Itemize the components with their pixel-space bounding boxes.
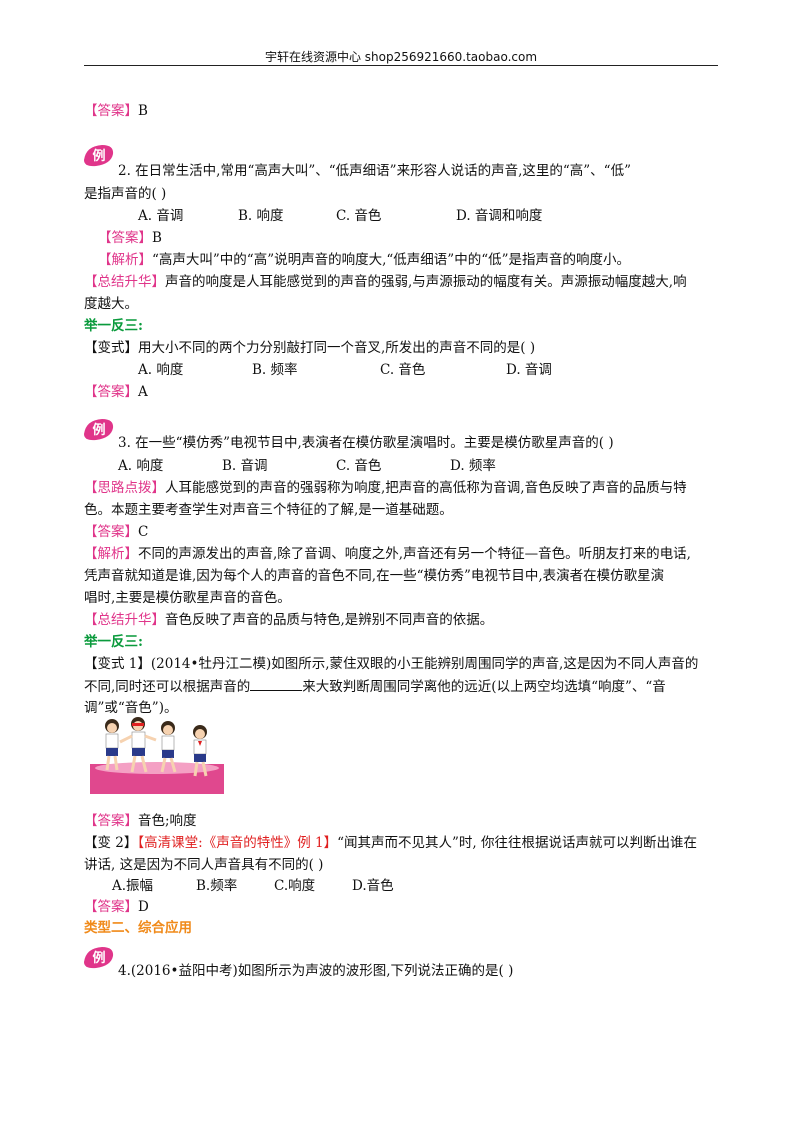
q3-option-a: A. 响度 bbox=[118, 458, 164, 474]
q2-practice-heading: 举一反三: bbox=[84, 318, 143, 334]
svg-text:例: 例 bbox=[92, 148, 105, 164]
q2-variant-answer: 【答案】A bbox=[84, 384, 148, 400]
q3-summary: 【总结升华】音色反映了声音的品质与特色,是辨别不同声音的依据。 bbox=[84, 612, 494, 628]
example-badge-icon: 例 bbox=[84, 947, 114, 969]
q3-answer: 【答案】C bbox=[84, 524, 149, 540]
q3-variant2-1: 【变 2】【高清课堂:《声音的特性》例 1】“闻其声而不见其人”时, 你往往根据… bbox=[84, 835, 697, 851]
example-badge-icon: 例 bbox=[84, 145, 114, 167]
q3-variant1-1: 【变式 1】(2014•牡丹江二模)如图所示,蒙住双眼的小王能辨别周围同学的声音… bbox=[84, 656, 699, 672]
q3-analysis-1: 【解析】不同的声源发出的声音,除了音调、响度之外,声音还有另一个特征—音色。听朋… bbox=[84, 546, 691, 562]
q3-option-b: B. 音调 bbox=[222, 458, 268, 474]
q3-variant1-3: 调”或“音色”)。 bbox=[84, 700, 178, 716]
q3-option-d: D. 频率 bbox=[450, 458, 496, 474]
q2-option-a: A. 音调 bbox=[138, 208, 184, 224]
q3-variant2-option-c: C.响度 bbox=[274, 878, 316, 894]
q3-analysis-3: 唱时,主要是模仿歌星声音的音色。 bbox=[84, 590, 291, 606]
q3-option-c: C. 音色 bbox=[336, 458, 382, 474]
q3-variant2-option-b: B.频率 bbox=[196, 878, 238, 894]
blindfold-game-illustration bbox=[90, 717, 224, 794]
q2-stem-2: 是指声音的( ) bbox=[84, 186, 167, 202]
q3-variant2-answer: 【答案】D bbox=[84, 899, 149, 915]
q3-variant1-2: 不同,同时还可以根据声音的来大致判断周围同学离他的远近(以上两空均选填“响度”、… bbox=[84, 677, 666, 695]
q3-variant2-2: 讲话, 这是因为不同人声音具有不同的( ) bbox=[84, 857, 324, 873]
q3-hint-2: 色。本题主要考查学生对声音三个特征的了解,是一道基础题。 bbox=[84, 502, 453, 518]
q2-option-c: C. 音色 bbox=[336, 208, 382, 224]
q2-variant-option-a: A. 响度 bbox=[138, 362, 184, 378]
q2-analysis: 【解析】“高声大叫”中的“高”说明声音的响度大,“低声细语”中的“低”是指声音的… bbox=[98, 252, 631, 268]
q4-stem: 4.(2016•益阳中考)如图所示为声波的波形图,下列说法正确的是( ) bbox=[118, 963, 514, 979]
header-rule bbox=[84, 65, 718, 66]
section-heading-type2: 类型二、综合应用 bbox=[84, 920, 192, 936]
q2-variant-option-d: D. 音调 bbox=[506, 362, 552, 378]
q3-hint-1: 【思路点拨】人耳能感觉到的声音的强弱称为响度,把声音的高低称为音调,音色反映了声… bbox=[84, 480, 687, 496]
q2-summary-2: 度越大。 bbox=[84, 296, 138, 312]
q3-practice-heading: 举一反三: bbox=[84, 634, 143, 650]
fill-in-blank[interactable] bbox=[250, 677, 303, 691]
q2-answer: 【答案】B bbox=[98, 230, 162, 246]
q3-stem: 3. 在一些“模仿秀”电视节目中,表演者在模仿歌星演唱时。主要是模仿歌星声音的(… bbox=[118, 435, 614, 451]
q2-option-b: B. 响度 bbox=[238, 208, 284, 224]
q3-variant2-option-d: D.音色 bbox=[352, 878, 394, 894]
svg-text:例: 例 bbox=[92, 422, 105, 438]
example-badge-icon: 例 bbox=[84, 419, 114, 441]
q2-option-d: D. 音调和响度 bbox=[456, 208, 543, 224]
q3-analysis-2: 凭声音就知道是谁,因为每个人的声音的音色不同,在一些“模仿秀”电视节目中,表演者… bbox=[84, 568, 665, 584]
page-header: 宇轩在线资源中心 shop256921660.taobao.com bbox=[264, 50, 538, 64]
q2-variant-option-c: C. 音色 bbox=[380, 362, 426, 378]
q2-variant: 【变式】用大小不同的两个力分别敲打同一个音叉,所发出的声音不同的是( ) bbox=[84, 340, 536, 356]
svg-text:例: 例 bbox=[92, 950, 105, 966]
answer-line: 【答案】B bbox=[84, 103, 148, 119]
q2-summary-1: 【总结升华】声音的响度是人耳能感觉到的声音的强弱,与声源振动的幅度有关。声源振动… bbox=[84, 274, 687, 290]
q3-variant2-option-a: A.振幅 bbox=[112, 878, 154, 894]
q2-stem-1: 2. 在日常生活中,常用“高声大叫”、“低声细语”来形容人说话的声音,这里的“高… bbox=[118, 163, 631, 179]
q3-variant1-answer: 【答案】音色;响度 bbox=[84, 813, 197, 829]
q2-variant-option-b: B. 频率 bbox=[252, 362, 298, 378]
